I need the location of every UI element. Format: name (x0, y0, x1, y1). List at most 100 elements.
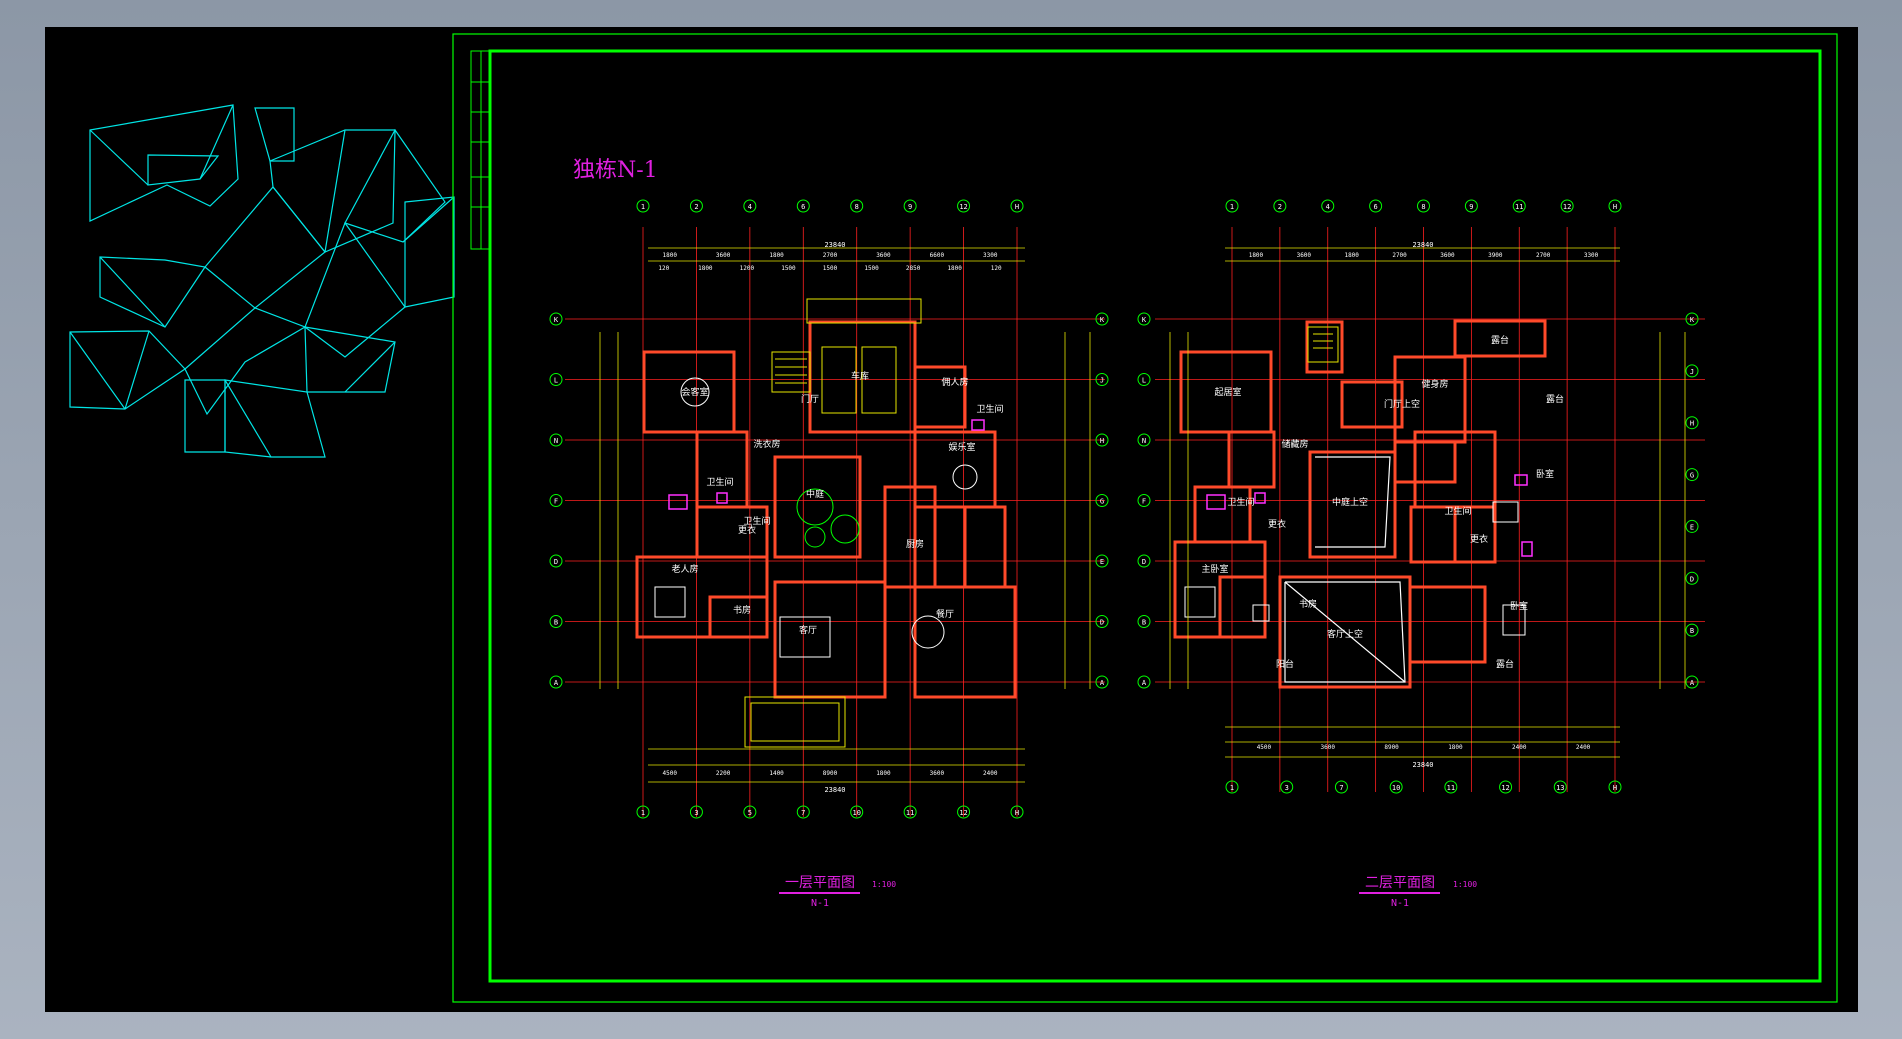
dim-label: 1400 (769, 770, 784, 777)
axis-bubble-label: A (1100, 679, 1105, 687)
axis-bubble: 2 (689, 199, 703, 213)
axis-bubble: N (549, 433, 563, 447)
axis-bubble: 5 (743, 805, 757, 819)
axis-bubble: D (1137, 554, 1151, 568)
axis-bubble: G (1685, 468, 1699, 482)
room-label: 卫生间 (743, 515, 770, 527)
room-label: 老人房 (671, 563, 698, 575)
axis-bubble: 11 (1444, 780, 1458, 794)
axis-bubble-label: 6 (801, 203, 805, 211)
room-label: 卫生间 (1444, 505, 1471, 517)
axis-bubble-label: F (1142, 498, 1146, 506)
axis-bubble-label: B (554, 619, 558, 627)
floor1-details (744, 298, 922, 748)
axis-bubble: B (549, 615, 563, 628)
axis-bubble: H (1095, 433, 1109, 447)
dim-label: 1500 (823, 265, 838, 272)
axis-bubble-label: A (554, 679, 559, 687)
dim-label: 3300 (983, 252, 998, 259)
dim-label: 120 (991, 265, 1002, 272)
axis-bubble-label: K (1142, 316, 1147, 324)
room-label: 车库 (851, 370, 869, 382)
room-label: 会客室 (681, 386, 708, 398)
room-label: 餐厅 (936, 608, 954, 620)
room-label: 门厅上空 (1384, 398, 1420, 410)
axis-bubble: 10 (1389, 780, 1403, 794)
axis-bubble: J (1095, 373, 1109, 386)
dim-label: 1800 (947, 265, 962, 272)
axis-bubble-label: 12 (1563, 203, 1571, 211)
axis-bubble-label: A (1690, 679, 1695, 687)
dim-label: 2400 (1512, 744, 1527, 751)
room-label: 娱乐室 (948, 441, 975, 453)
room-label: 卧室 (1536, 468, 1554, 480)
floor1-fixtures (668, 419, 985, 510)
floor2-subtitle: N-1 (1391, 898, 1409, 909)
axis-bubble-label: H (1015, 203, 1019, 211)
axis-bubble-label: F (554, 498, 558, 506)
axis-bubble-label: D (1100, 619, 1104, 627)
dim-label: 2700 (1536, 252, 1551, 259)
room-label: 厨房 (906, 538, 924, 550)
axis-bubble: G (1095, 494, 1109, 507)
axis-bubble-label: E (1100, 558, 1104, 566)
room-label: 健身房 (1421, 378, 1448, 390)
axis-bubble: 6 (796, 199, 810, 213)
axis-bubble-label: 4 (748, 203, 752, 211)
room-label: 客厅上空 (1327, 628, 1363, 640)
drawing-frame (452, 33, 1838, 1003)
dim-label: 2400 (983, 770, 998, 777)
axis-bubble-label: D (554, 558, 558, 566)
axis-bubble: 8 (850, 199, 864, 213)
room-label: 露台 (1546, 393, 1564, 405)
axis-bubble: K (549, 312, 563, 326)
axis-bubble-label: 1 (641, 203, 645, 211)
floor1-scale: 1:100 (872, 880, 896, 889)
axis-bubble-label: K (1690, 316, 1695, 324)
axis-bubble-label: 8 (1421, 203, 1425, 211)
axis-bubble-label: 3 (1285, 784, 1289, 792)
floor2-fixtures (1206, 474, 1533, 557)
axis-bubble-label: B (1690, 627, 1694, 635)
axis-bubble: L (1137, 373, 1151, 386)
dim-label: 2700 (1392, 252, 1407, 259)
axis-bubble-label: 8 (855, 203, 859, 211)
floor1-courtyard (796, 488, 860, 548)
dim-label: 120 (658, 265, 669, 272)
axis-bubble: E (1685, 519, 1699, 533)
dim-label: 1800 (769, 252, 784, 259)
dim-label: 2400 (1576, 744, 1591, 751)
dim-label: 1500 (781, 265, 796, 272)
room-label: 更衣 (1268, 518, 1286, 530)
axis-bubble: F (1137, 494, 1151, 507)
axis-bubble-label: K (1100, 316, 1105, 324)
axis-bubble: 11 (1512, 199, 1526, 213)
axis-bubble: 1 (636, 805, 650, 819)
axis-bubble-label: 2 (1278, 203, 1282, 211)
dim-label: 1800 (1344, 252, 1359, 259)
axis-bubble-label: 7 (1339, 784, 1343, 792)
axis-bubble-label: H (1690, 420, 1694, 428)
axis-bubble: 7 (796, 805, 810, 819)
axis-bubble-label: 6 (1374, 203, 1378, 211)
dim-label: 3600 (716, 252, 731, 259)
axis-bubble-label: L (554, 377, 558, 385)
floor2-total-dim: 23840 (1412, 241, 1433, 249)
floor1-bottom-total-dim: 23840 (824, 786, 845, 794)
axis-bubble-label: D (1690, 575, 1694, 583)
dim-label: 1800 (1249, 252, 1264, 259)
axis-bubble: K (1685, 312, 1699, 326)
axis-bubble: L (549, 373, 563, 386)
axis-bubble: 9 (903, 199, 917, 213)
axis-bubble-label: 1 (1230, 784, 1234, 792)
cad-viewport[interactable]: 独栋N-1 (45, 27, 1858, 1012)
room-label: 门厅 (801, 393, 819, 405)
axis-bubble: 11 (903, 805, 917, 819)
dim-label: 1800 (876, 770, 891, 777)
floor1-title: 一层平面图 (785, 875, 855, 891)
room-label: 卫生间 (706, 476, 733, 488)
axis-bubble: A (1095, 675, 1109, 689)
axis-bubble: H (1608, 199, 1622, 213)
